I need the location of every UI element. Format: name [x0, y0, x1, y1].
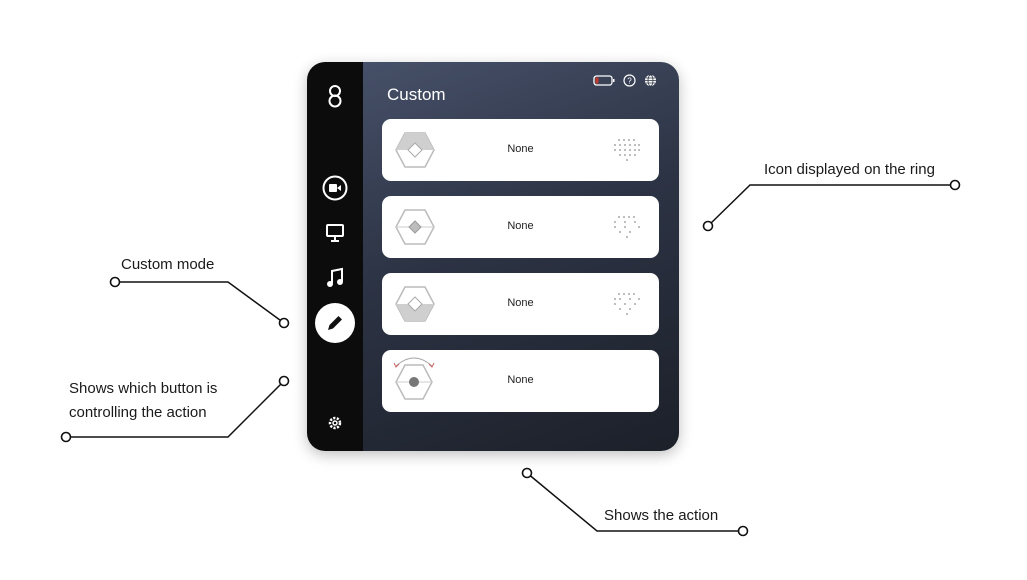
- battery-icon: [593, 75, 615, 86]
- annotation-button-1: Shows which button is: [69, 380, 218, 397]
- ring-dot-icon: [614, 139, 640, 161]
- ring-rotate-icon: [393, 357, 435, 400]
- ring-dot-icon: [614, 293, 640, 315]
- music-mode-button[interactable]: [307, 267, 363, 289]
- status-bar: ?: [593, 74, 657, 87]
- sidebar: [307, 62, 363, 451]
- svg-text:?: ?: [627, 77, 632, 86]
- action-label: None: [507, 297, 534, 309]
- action-label: None: [507, 143, 534, 155]
- app-window: Custom ? None None None None: [307, 62, 679, 451]
- monitor-icon: [326, 224, 344, 242]
- annotation-custom-mode: Custom mode: [121, 256, 215, 273]
- gear-icon: [328, 416, 342, 430]
- annotation-action: Shows the action: [604, 507, 719, 524]
- pencil-icon: [315, 303, 355, 343]
- ring-bottom-button-icon: [395, 286, 435, 322]
- settings-button[interactable]: [307, 414, 363, 432]
- presentation-mode-button[interactable]: [307, 222, 363, 244]
- main-panel: Custom ? None None None None: [363, 62, 679, 451]
- video-camera-icon: [322, 175, 348, 201]
- custom-mode-button[interactable]: [307, 303, 363, 343]
- globe-icon[interactable]: [644, 74, 657, 87]
- action-card-middle-button[interactable]: None: [382, 196, 659, 258]
- music-note-icon: [327, 267, 343, 287]
- action-label: None: [507, 374, 534, 386]
- action-label: None: [507, 220, 534, 232]
- logo-icon: [307, 84, 363, 108]
- action-card-bottom-button[interactable]: None: [382, 273, 659, 335]
- help-icon[interactable]: ?: [623, 74, 636, 87]
- action-card-top-button[interactable]: None: [382, 119, 659, 181]
- annotation-ring-icon: Icon displayed on the ring: [764, 161, 935, 178]
- action-card-ring-rotate[interactable]: None: [382, 350, 659, 412]
- ring-dot-icon: [614, 216, 640, 238]
- ring-top-button-icon: [395, 132, 435, 168]
- ring-middle-button-icon: [395, 209, 435, 245]
- annotation-button-2: controlling the action: [69, 404, 207, 421]
- page-title: Custom: [387, 85, 446, 104]
- video-mode-button[interactable]: [307, 175, 363, 201]
